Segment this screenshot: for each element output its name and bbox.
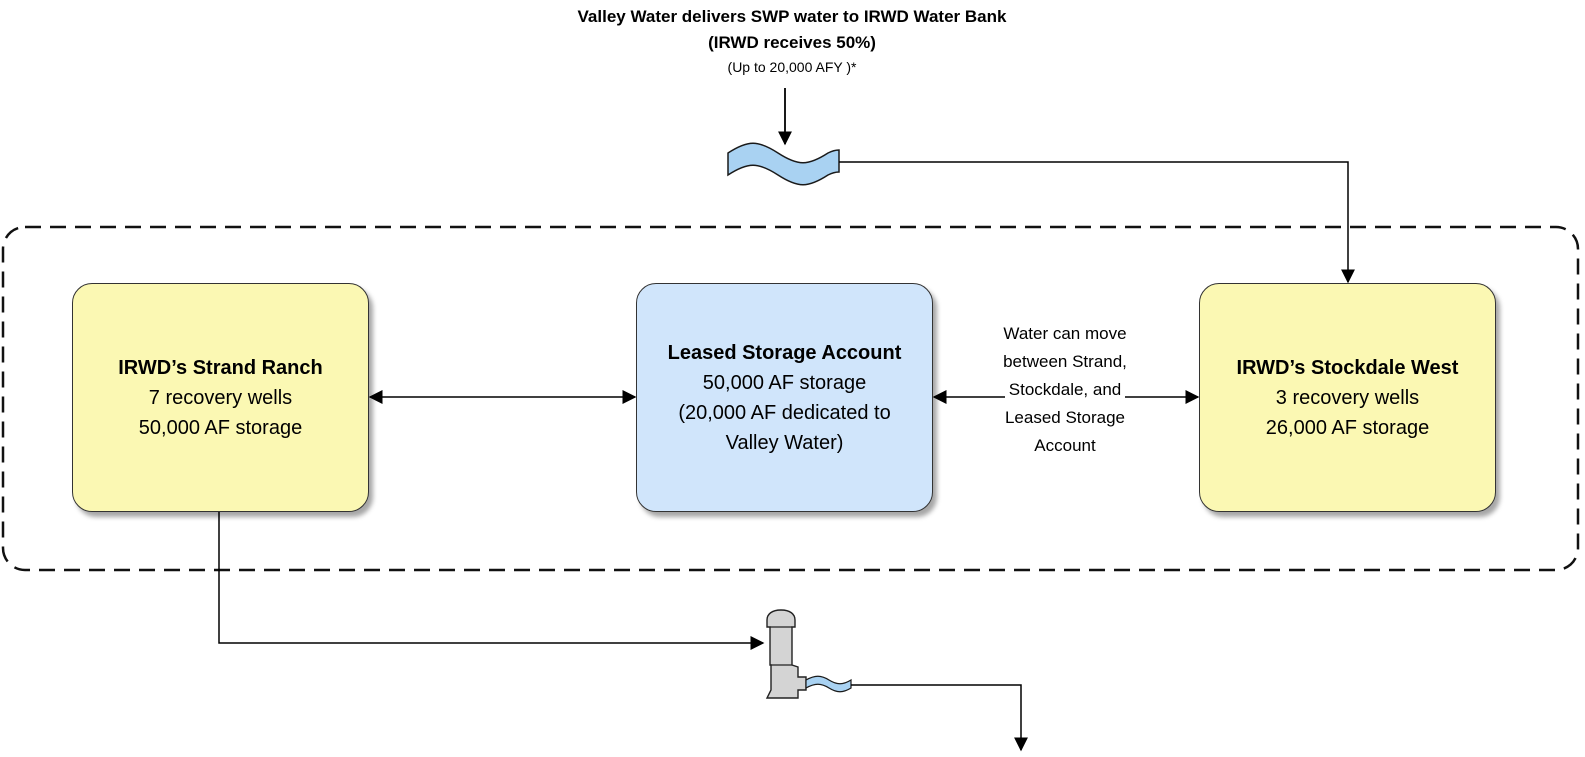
stockdale-west-box: IRWD’s Stockdale West 3 recovery wells 2…	[1199, 283, 1496, 512]
move-note-line3: Stockdale, and	[1004, 376, 1126, 404]
move-note-line1: Water can move	[999, 320, 1131, 348]
leased-storage-dedicated-line1: (20,000 AF dedicated to	[678, 401, 891, 424]
strand-to-pump-line	[218, 512, 765, 650]
stockdale-west-title: IRWD’s Stockdale West	[1236, 356, 1459, 379]
outflow-line	[851, 684, 1028, 752]
inflow-title-line1: Valley Water delivers SWP water to IRWD …	[577, 7, 1007, 26]
stockdale-west-storage: 26,000 AF storage	[1265, 416, 1430, 439]
leased-storage-dedicated-line2: Valley Water)	[725, 431, 844, 454]
stockdale-west-wells: 3 recovery wells	[1275, 386, 1420, 409]
move-note-line2: between Strand,	[999, 348, 1131, 376]
small-water-wave-icon	[805, 675, 852, 693]
strand-ranch-box: IRWD’s Strand Ranch 7 recovery wells 50,…	[72, 283, 369, 512]
leased-storage-capacity: 50,000 AF storage	[702, 371, 867, 394]
move-note-line4: Leased Storage	[1000, 404, 1130, 432]
inflow-label: Valley Water delivers SWP water to IRWD …	[442, 4, 1142, 78]
inflow-subtitle: (Up to 20,000 AFY )*	[727, 59, 857, 75]
water-movement-note: Water can move between Strand, Stockdale…	[970, 320, 1160, 460]
wave-to-stockdale-line	[839, 161, 1355, 284]
pump-icon	[765, 609, 807, 699]
water-wave-icon	[727, 142, 840, 186]
inflow-title-line2: (IRWD receives 50%)	[708, 33, 876, 52]
strand-ranch-title: IRWD’s Strand Ranch	[118, 356, 323, 379]
strand-ranch-wells: 7 recovery wells	[148, 386, 293, 409]
move-note-line5: Account	[1030, 432, 1100, 460]
leased-storage-box: Leased Storage Account 50,000 AF storage…	[636, 283, 933, 512]
water-bank-boundary	[1, 225, 1580, 572]
strand-ranch-storage: 50,000 AF storage	[138, 416, 303, 439]
leased-storage-title: Leased Storage Account	[667, 341, 902, 364]
